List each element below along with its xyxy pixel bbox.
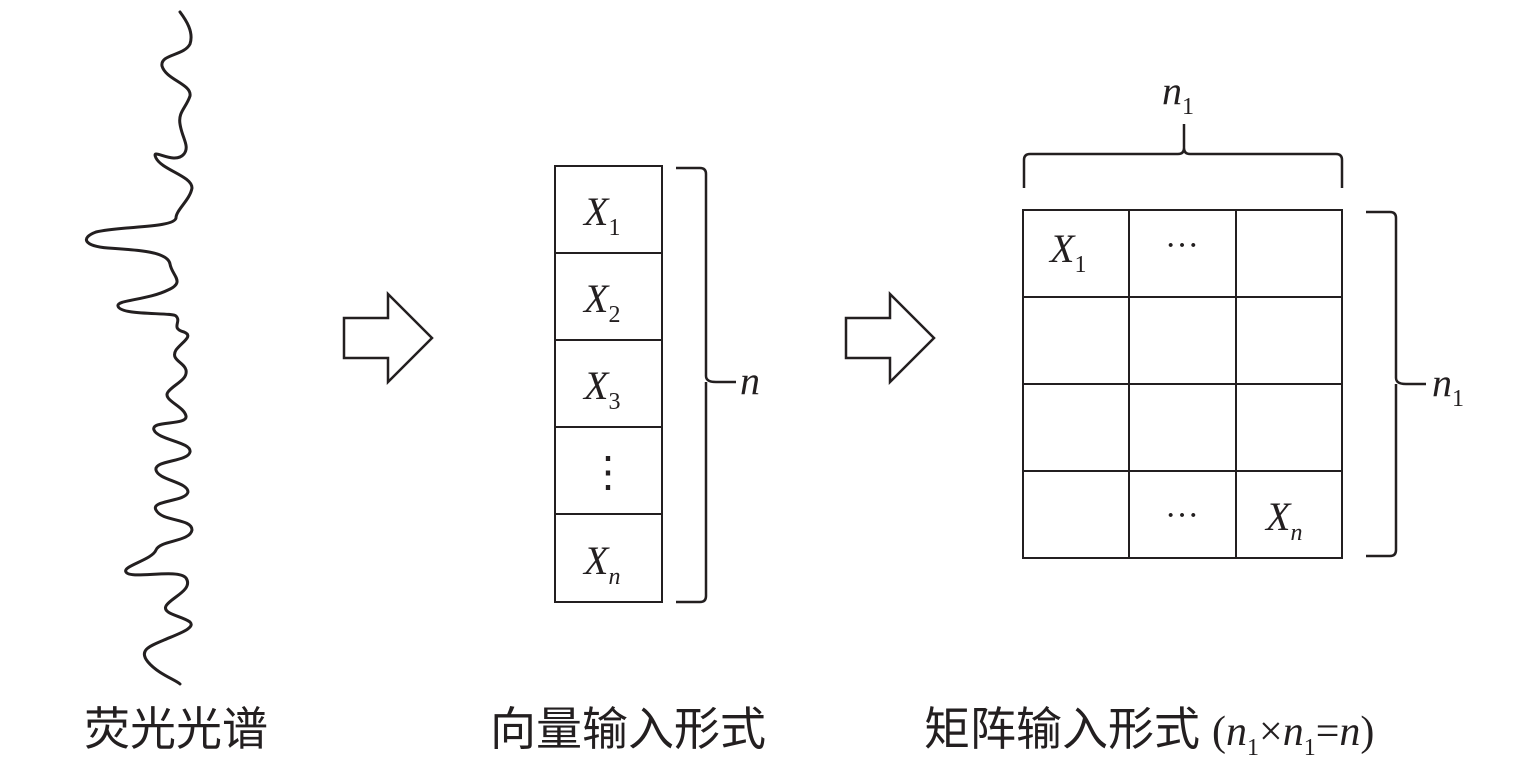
matrix-height-label: n1 xyxy=(1432,360,1464,412)
matrix-caption: 矩阵输入形式 xyxy=(924,702,1200,756)
matrix-width-label: n1 xyxy=(1162,68,1194,120)
vector-cell-3: X3 xyxy=(582,363,620,415)
matrix-cell-0-1: ··· xyxy=(1165,227,1199,264)
matrix-height-brace xyxy=(1366,210,1426,558)
fluorescence-spectrum-curve xyxy=(84,10,194,686)
vector-cell-n: Xn xyxy=(582,538,620,590)
vector-cell-ellipsis: ⋮ xyxy=(587,450,629,496)
matrix-cell-0-0: X1 xyxy=(1048,226,1086,278)
arrow-right-1 xyxy=(342,290,434,386)
vector-cell-1: X1 xyxy=(582,189,620,241)
matrix-cell-3-2: Xn xyxy=(1264,494,1302,546)
vector-cell-2: X2 xyxy=(582,276,620,328)
vector-caption: 向量输入形式 xyxy=(490,702,766,756)
matrix-input-grid xyxy=(1022,209,1343,559)
spectrum-caption: 荧光光谱 xyxy=(84,702,268,756)
matrix-width-brace xyxy=(1022,124,1344,188)
matrix-formula: (n1×n1=n) xyxy=(1212,709,1374,761)
vector-length-label: n xyxy=(740,358,760,403)
vector-input-box xyxy=(554,165,663,603)
arrow-right-2 xyxy=(844,290,936,386)
vector-length-brace xyxy=(676,166,736,604)
matrix-cell-3-1: ··· xyxy=(1165,497,1199,534)
